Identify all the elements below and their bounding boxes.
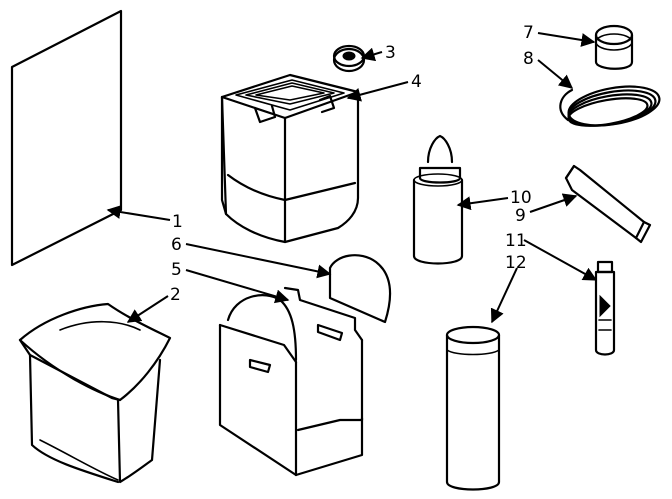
part-7-jar	[594, 24, 634, 70]
callout-10: 10	[510, 188, 532, 208]
part-5-frame	[218, 286, 364, 477]
callout-12: 12	[505, 253, 527, 273]
callout-9: 9	[515, 206, 526, 226]
part-1-sheet	[10, 9, 123, 267]
part-4-filter-cartridge	[220, 73, 360, 244]
callout-2: 2	[170, 285, 181, 305]
callout-5: 5	[171, 260, 182, 280]
leader-lines	[106, 32, 598, 324]
part-12-large-can	[445, 325, 501, 491]
part-3-ring	[332, 44, 366, 73]
callout-8: 8	[523, 49, 534, 69]
part-10-spray-can	[412, 134, 464, 265]
callout-labels: 1 2 3 4 5 6 7 8 10 9 11 12	[170, 23, 534, 305]
part-2-bag	[18, 302, 172, 484]
callout-11: 11	[505, 231, 527, 251]
callout-3: 3	[385, 43, 396, 63]
callout-4: 4	[411, 72, 422, 92]
callout-1: 1	[172, 212, 183, 232]
callout-6: 6	[171, 235, 182, 255]
part-9-tube	[564, 164, 652, 244]
part-11-dispenser	[594, 260, 616, 356]
part-6-shield	[328, 254, 392, 324]
part-8-tubing	[559, 85, 661, 127]
callout-7: 7	[523, 23, 534, 43]
